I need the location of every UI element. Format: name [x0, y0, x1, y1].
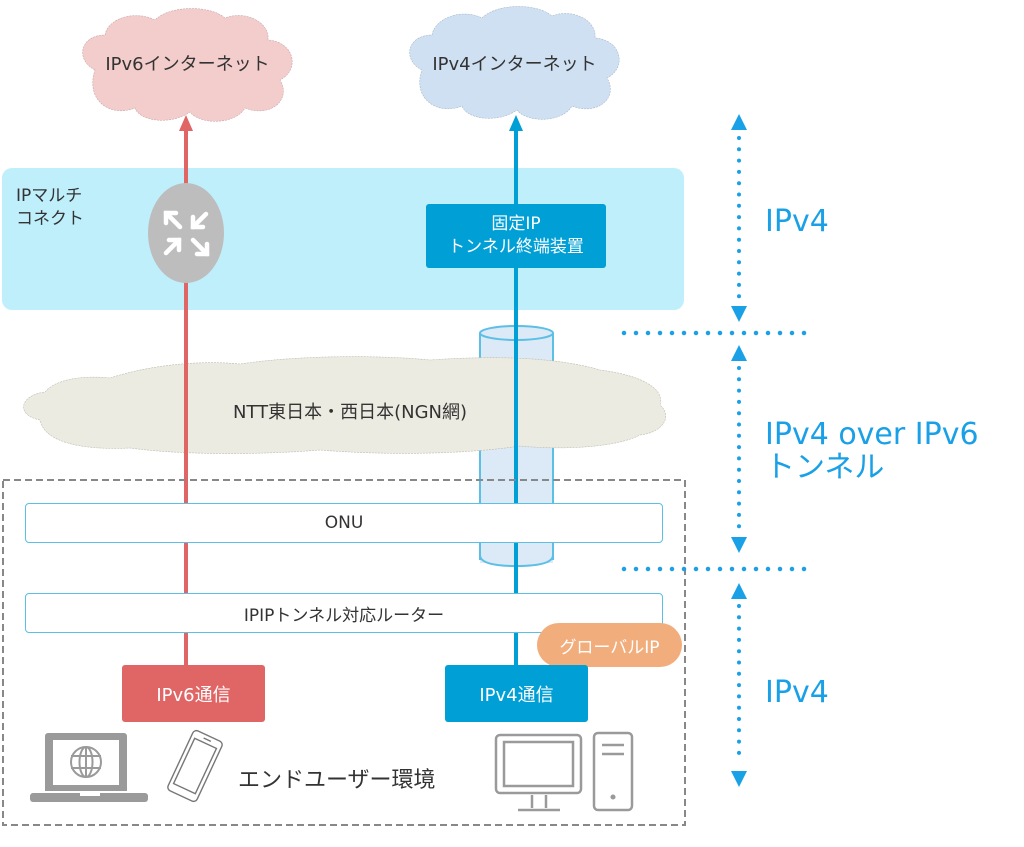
ipv4-comm-box: IPv4通信	[445, 665, 588, 722]
ipv4-comm-label: IPv4通信	[479, 684, 554, 706]
smartphone-icon	[167, 729, 223, 803]
side-label-tunnel: IPv4 over IPv6 トンネル	[765, 418, 979, 484]
tunnel-range-arrow	[731, 345, 747, 553]
side-label-tunnel-line1: IPv4 over IPv6	[765, 417, 979, 452]
pc-tower-icon	[592, 731, 634, 812]
ipv6-comm-box: IPv6通信	[122, 665, 265, 722]
ipv4-bottom-range-arrow	[731, 583, 747, 787]
desktop-monitor-icon	[494, 733, 583, 812]
tunnel-terminator-line1: 固定IP	[491, 214, 541, 234]
ipv4-arrowhead	[509, 115, 523, 131]
side-label-ipv4-bottom: IPv4	[765, 675, 829, 710]
tunnel-terminator-line2: トンネル終端装置	[448, 237, 584, 257]
ipv6-arrowhead	[179, 115, 193, 131]
ipv6-internet-label: IPv6インターネット	[105, 54, 270, 75]
multiconnect-label-line1: IPマルチ	[16, 186, 83, 206]
side-label-ipv4-top: IPv4	[765, 204, 829, 239]
end-user-environment-label: エンドユーザー環境	[238, 768, 436, 793]
ngn-label: NTT東日本・西日本(NGN網)	[232, 402, 468, 423]
router-arrows-icon	[148, 183, 224, 283]
onu-label: ONU	[324, 513, 364, 533]
ipip-router-label: IPIPトンネル対応ルーター	[243, 605, 445, 626]
ipv6-internet-cloud	[82, 8, 293, 122]
ipv6-comm-label: IPv6通信	[156, 684, 231, 706]
onu-box: ONU	[25, 503, 663, 543]
global-ip-label: グローバルIP	[559, 637, 660, 658]
end-user-environment-frame	[2, 479, 686, 826]
ipv4-top-range-arrow	[731, 114, 747, 322]
multiconnect-label-line2: コネクト	[16, 209, 84, 229]
ipv4-internet-label: IPv4インターネット	[432, 54, 597, 75]
ipv4-internet-cloud	[409, 6, 620, 120]
laptop-icon	[30, 733, 148, 802]
global-ip-badge: グローバルIP	[537, 623, 682, 667]
tunnel-terminator-box: 固定IP トンネル終端装置	[426, 204, 606, 268]
multiconnect-label: IPマルチ コネクト	[16, 185, 84, 231]
side-label-tunnel-line2: トンネル	[765, 450, 885, 485]
